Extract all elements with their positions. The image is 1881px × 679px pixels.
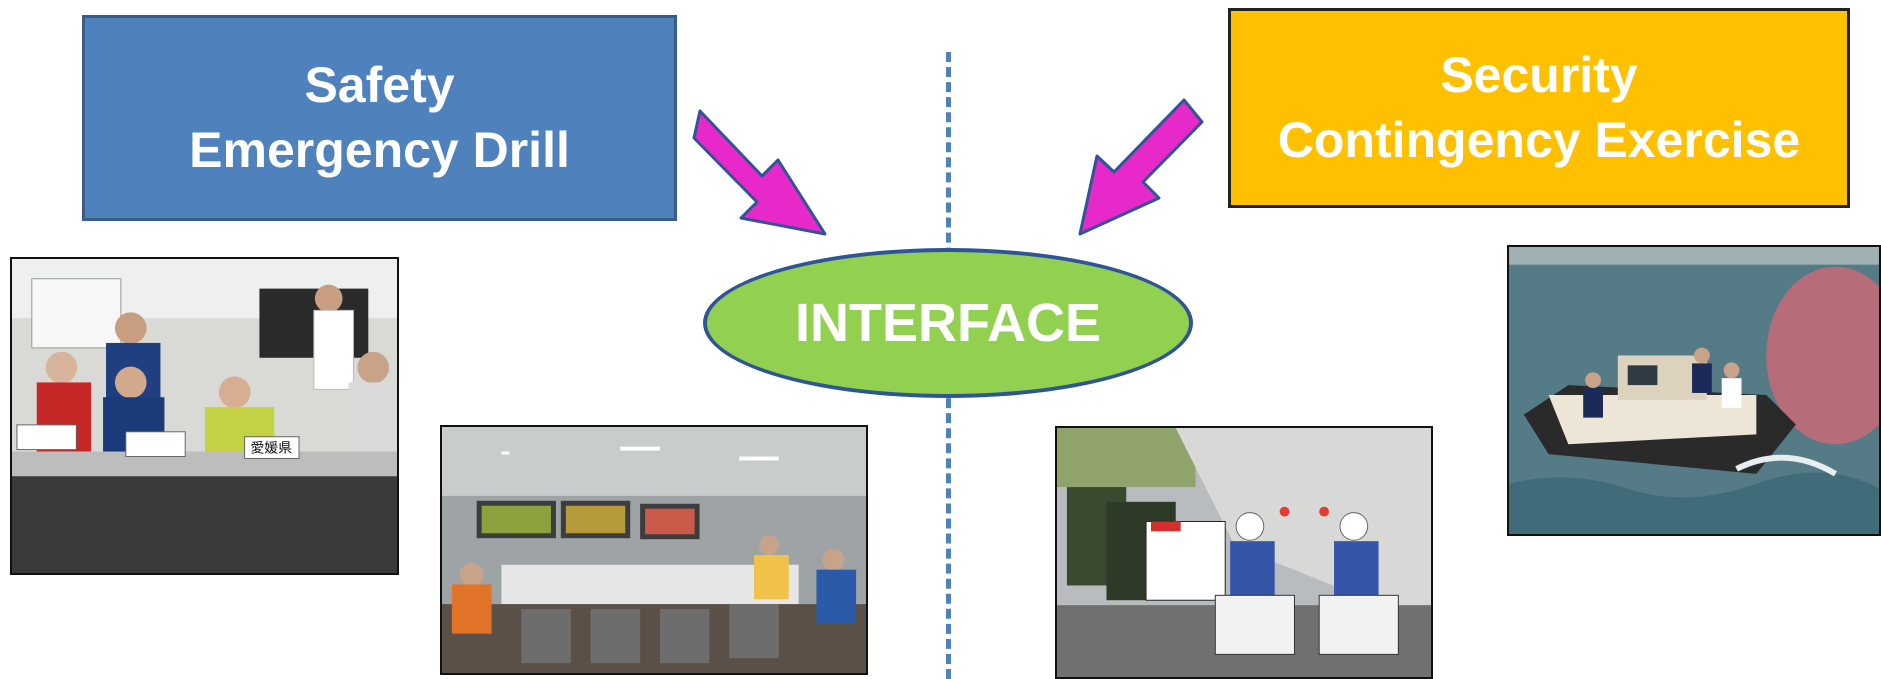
operations-room-photo <box>440 425 868 675</box>
left-arrow-icon <box>692 109 827 236</box>
motorcade-photo <box>1055 426 1433 679</box>
emergency-drill-title: Emergency Drill <box>189 122 570 178</box>
patrol-boat-photo <box>1507 245 1881 536</box>
safety-title: Safety <box>304 57 455 113</box>
contingency-exercise-title: Contingency Exercise <box>1277 112 1801 168</box>
security-contingency-exercise-box: Security Contingency Exercise <box>1228 8 1850 208</box>
security-title: Security <box>1440 47 1638 103</box>
interface-oval: INTERFACE <box>703 248 1193 398</box>
interface-label: INTERFACE <box>794 293 1102 353</box>
right-arrow-icon <box>1078 98 1204 236</box>
safety-emergency-drill-box: Safety Emergency Drill <box>82 15 677 221</box>
meeting-table-photo: 愛媛県 <box>10 257 399 575</box>
prefecture-sign-text: 愛媛県 <box>251 441 293 457</box>
